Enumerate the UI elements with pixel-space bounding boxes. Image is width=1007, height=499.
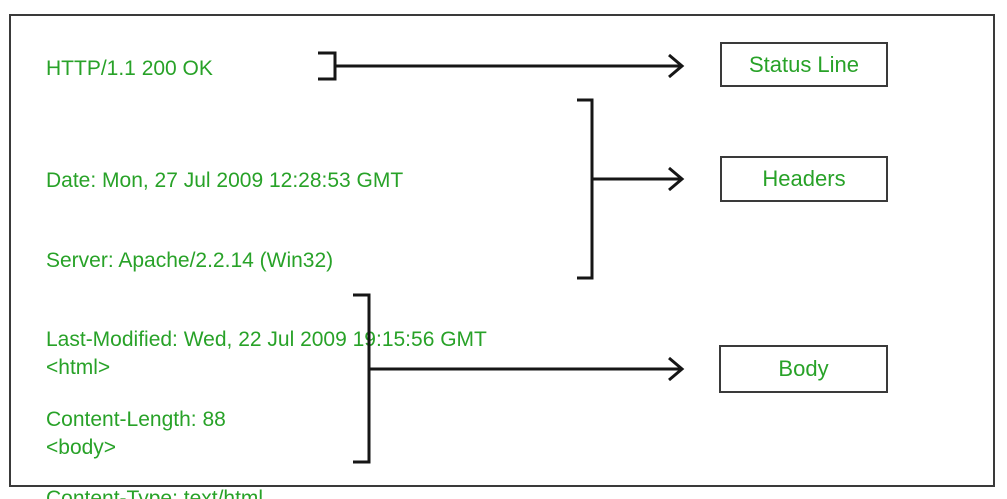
headers-label: Headers	[762, 166, 846, 191]
diagram-frame	[9, 14, 995, 487]
body-line-html-open: <html>	[46, 356, 111, 379]
header-line-content-length: Content-Length: 88	[46, 407, 226, 431]
status-line-text: HTTP/1.1 200 OK	[46, 57, 213, 80]
status-line-label: Status Line	[748, 51, 860, 77]
body-text: <html> <body> <h1>Hello, World!</h1> </b…	[46, 302, 267, 499]
status-line-label-box: Status Line	[720, 42, 888, 87]
header-line-server: Server: Apache/2.2.14 (Win32)	[46, 248, 334, 272]
header-line-date: Date: Mon, 27 Jul 2009 12:28:53 GMT	[46, 169, 404, 192]
body-label-box: Body	[719, 345, 888, 393]
header-line-content-type: Content-Type: text/html	[46, 487, 264, 499]
body-line-body-open: <body>	[46, 435, 117, 459]
body-label: Body	[778, 356, 829, 381]
headers-label-box: Headers	[720, 156, 888, 202]
header-line-last-modified: Last-Modified: Wed, 22 Jul 2009 19:15:56…	[46, 328, 487, 351]
headers-text: Date: Mon, 27 Jul 2009 12:28:53 GMT Serv…	[46, 115, 487, 499]
